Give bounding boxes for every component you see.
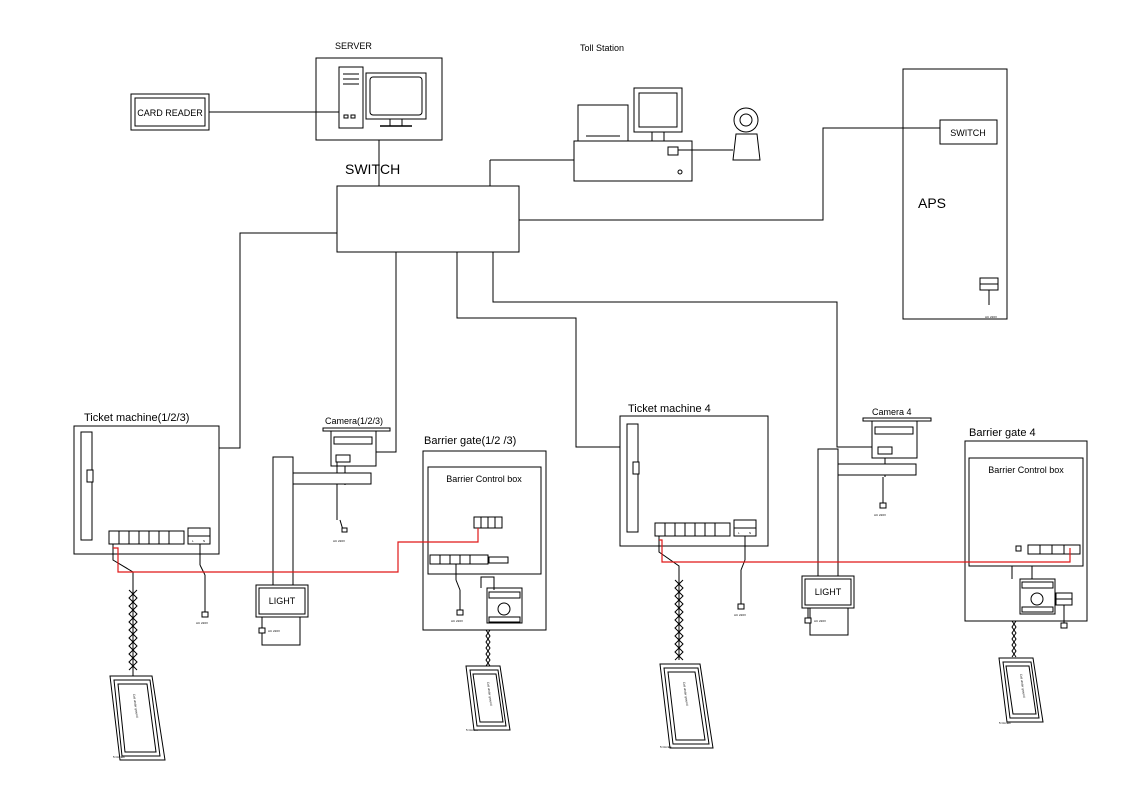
barrier-control-b-label: Barrier Control box [988,465,1064,475]
ticket-a-terminal-strip [108,530,185,545]
aps-box [902,68,1008,320]
ticket-b-n: N [749,531,751,535]
barrier-control-a-label: Barrier Control box [446,474,522,484]
pole-a-arm [292,472,372,485]
aps-cable [519,127,940,221]
aps-group: SWITCH APS AC 220V [519,68,1008,320]
server-tower-icon [338,66,364,129]
camera-b-ac: AC 220V [874,513,886,517]
card-reader-label: CARD READER [137,108,203,118]
ticket-b-l: L [738,531,740,535]
loop-b-circles: 5 Circles [660,745,672,749]
switch-group: SWITCH [336,140,520,253]
pole-b-arm [837,463,917,476]
aps-label: APS [918,195,946,211]
pole-b [817,448,839,580]
toll-station-group: Toll Station [489,43,761,186]
server-group: SERVER [315,41,443,141]
loop-coil-barrier-b: Coil under ground 5 Circles [998,657,1044,725]
toll-camera-icon [733,107,759,133]
loop-coil-barrier-a: Coil under ground 5 Circles [465,665,511,732]
barrier-gate-b: Barrier gate 4 Barrier Control box [964,427,1088,658]
main-switch-box [336,185,520,253]
loop-a-text: Coil under ground [132,694,139,719]
light-a-ac: AC 220V [268,629,280,633]
light-a-label: LIGHT [269,596,296,606]
ticket-machine-b: Ticket machine 4 L N AC 220V [619,403,769,661]
signal-wire-b [659,539,1071,563]
server-label: SERVER [335,41,372,51]
ticket-machine-a-label: Ticket machine(1/2/3) [84,412,189,424]
signal-wire-a [113,528,479,573]
aps-ac-label: AC 220V [985,315,997,319]
ticket-a-l: L [192,539,194,543]
camera-b-label: Camera 4 [872,407,912,417]
cable-camera-a [376,252,397,453]
switch-label: SWITCH [345,161,400,177]
barrier-gate-a: Barrier gate(1/2 /3) Barrier Control box… [422,435,547,667]
barrier-gate-a-label: Barrier gate(1/2 /3) [424,435,516,447]
camera-a-ac: AC 220V [333,539,345,543]
loop-barrier-b-circles: 5 Circles [999,721,1011,725]
ticket-b-terminal-strip [654,522,731,537]
light-b-ac: AC 220V [814,619,826,623]
loop-coil-b-outer [659,663,714,749]
loop-coil-a: Coil under ground 5 Circles [109,675,166,761]
loop-coil-b: Coil under ground 5 Circles [659,663,714,749]
ticket-machine-a: Ticket machine(1/2/3) L N AC 220V [73,412,220,676]
loop-barrier-a-circles: 5 Circles [466,728,478,732]
card-reader-group: CARD READER [130,93,339,131]
pole-a [272,456,294,588]
ticket-a-n: N [203,539,205,543]
cable-ticket-b [456,252,636,448]
toll-station-label: Toll Station [580,43,624,53]
printer-icon [577,104,629,142]
cable-camera-b [492,252,886,448]
loop-a-circles: 5 Circles [113,755,125,759]
camera-a-label: Camera(1/2/3) [325,416,383,426]
aps-switch-box [939,119,998,145]
loop-barrier-a-text: Coil under ground [486,682,493,707]
ticket-a-ac: AC 220V [196,621,208,625]
camera-b-group: Camera 4 AC 220V LIGHT AC 220V [801,407,932,636]
ticket-b-ac: AC 220V [734,613,746,617]
aps-switch-label: SWITCH [950,128,986,138]
loop-barrier-b-text: Coil under ground [1019,674,1026,699]
barrier-gate-b-label: Barrier gate 4 [969,427,1036,439]
light-b-label: LIGHT [815,587,842,597]
camera-a-group: Camera(1/2/3) AC 220V LIGHT AC 220V [255,416,391,646]
loop-b-text: Coil under ground [682,682,689,707]
ticket-machine-b-label: Ticket machine 4 [628,403,711,415]
barrier-a-ac: AC 220V [451,619,463,623]
